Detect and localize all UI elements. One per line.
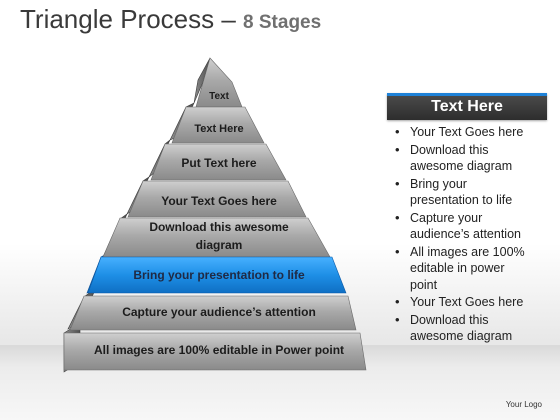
pyramid-level-2 [171, 106, 265, 144]
page-title-sub: 8 Stages [243, 12, 322, 33]
bullet-1-line-1: Your Text Goes here [410, 125, 524, 139]
bullet-2-line-1: Download this [410, 142, 489, 157]
bullet-item-7: Download this awesome diagram [393, 312, 553, 345]
bullet-6-line-1: Your Text Goes here [410, 295, 524, 309]
pyramid-level-4 [127, 180, 307, 218]
bullet-item-6: Your Text Goes here [393, 294, 553, 311]
pyramid-label-3: Put Text here [181, 156, 256, 170]
pyramid-label-4: Your Text Goes here [161, 194, 277, 208]
bullet-3-line-2: presentation to life [410, 193, 513, 207]
bullet-item-2: Download this awesome diagram [393, 142, 553, 175]
pyramid-level-3 [150, 143, 287, 181]
pyramid-label-6: Bring your presentation to life [133, 268, 305, 282]
bullet-4-line-2: audience’s attention [410, 227, 521, 241]
text-panel-header: Text Here [387, 93, 547, 120]
bullet-3-line-1: Bring your [410, 176, 467, 191]
bullet-5-line-1: All images are 100% [410, 244, 525, 259]
pyramid-level-8 [63, 332, 367, 371]
pyramid-label-8: All images are 100% editable in Power po… [94, 343, 344, 357]
pyramid-label-5b: diagram [196, 238, 243, 252]
bullet-7-line-1: Download this [410, 312, 489, 327]
pyramid-level-6 [87, 256, 347, 294]
bullet-list: Your Text Goes here Download this awesom… [393, 124, 553, 346]
bullet-item-1: Your Text Goes here [393, 124, 553, 141]
bullet-item-4: Capture your audience’s attention [393, 210, 553, 243]
bullet-item-5: All images are 100% editable in power po… [393, 244, 553, 294]
bullet-2-line-2: awesome diagram [410, 159, 513, 173]
bullet-4-line-1: Capture your [410, 210, 483, 225]
bullet-5-line-3: point [410, 277, 438, 292]
pyramid-level-7 [69, 295, 357, 331]
pyramid-label-7: Capture your audience’s attention [122, 305, 316, 319]
pyramid-label-5a: Download this awesome [149, 220, 289, 234]
page-title-main: Triangle Process – [20, 4, 236, 34]
pyramid-label-2: Text Here [194, 123, 243, 135]
text-panel-header-label: Text Here [431, 97, 503, 115]
bullet-7-line-2: awesome diagram [410, 329, 513, 343]
bullet-5-line-2: editable in power [410, 261, 505, 275]
bullet-item-3: Bring your presentation to life [393, 176, 553, 209]
pyramid-label-1: Text [209, 91, 229, 102]
logo-text: Your Logo [505, 400, 542, 409]
page-title: Triangle Process – 8 Stages [20, 4, 321, 35]
